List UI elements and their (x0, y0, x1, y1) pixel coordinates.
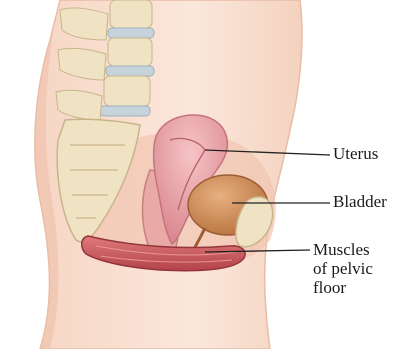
pelvic-floor-muscles-label: Muscles of pelvic floor (313, 240, 373, 297)
spine (56, 0, 154, 120)
vertebra (110, 0, 152, 28)
spinal-disc (106, 66, 154, 76)
muscles-label-line-3: floor (313, 278, 373, 297)
spinal-disc (100, 106, 150, 116)
vertebra (108, 38, 152, 66)
uterus-label: Uterus (333, 145, 378, 163)
muscles-label-line-1: Muscles (313, 240, 373, 259)
muscles-label-line-2: of pelvic (313, 259, 373, 278)
vertebral-processes (56, 8, 108, 120)
bladder-label: Bladder (333, 193, 387, 211)
vertebra (104, 76, 150, 106)
spinal-disc (108, 28, 154, 38)
